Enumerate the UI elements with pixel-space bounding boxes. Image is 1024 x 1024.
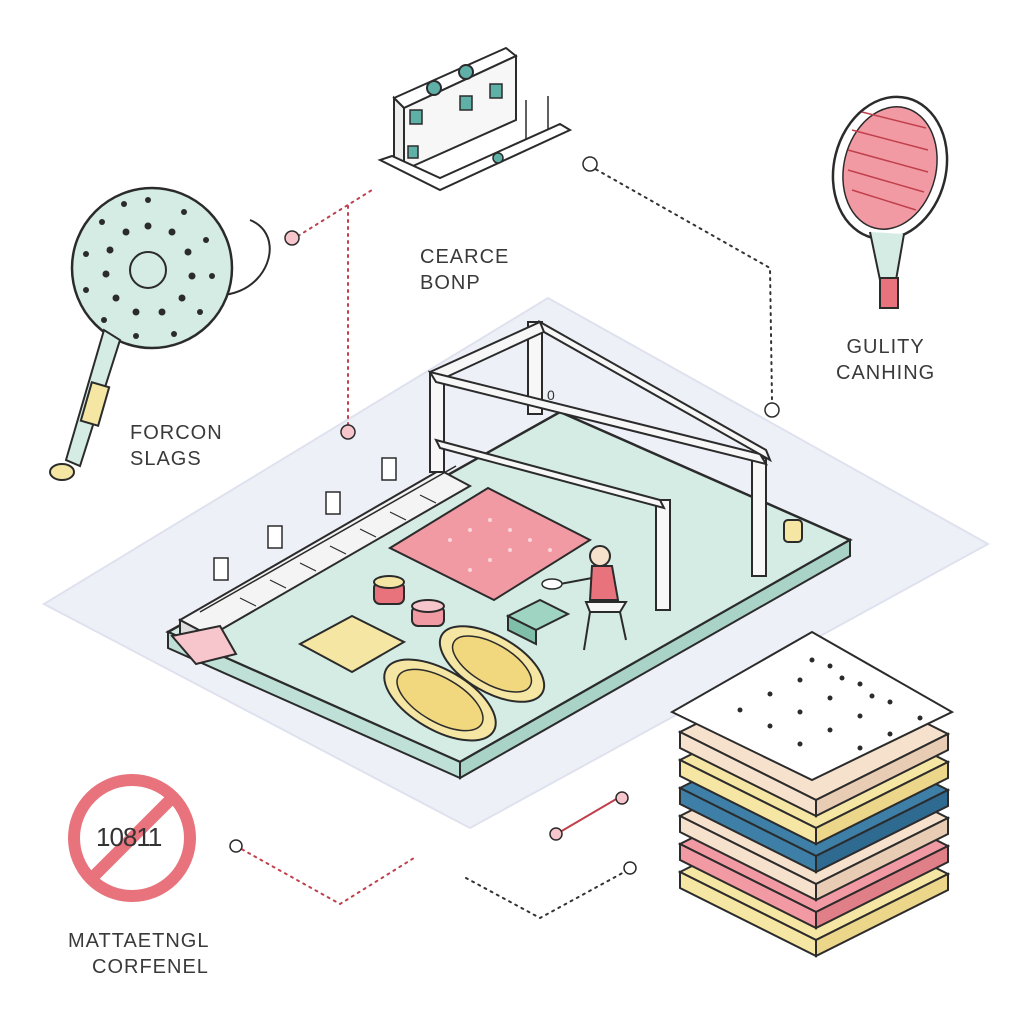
badge-text: 10811	[96, 822, 162, 852]
connector-dots	[229, 156, 780, 875]
label-left-line2: SLAGS	[130, 448, 202, 470]
material-tray-2	[438, 625, 546, 703]
conveyor-belt	[170, 457, 473, 666]
no-sign-icon	[68, 774, 196, 902]
label-bottom-left: MATTAETNGL CORFENEL	[68, 928, 209, 980]
label-bottom-left-line2: CORFENEL	[92, 956, 209, 978]
spool	[783, 519, 803, 543]
workbench	[505, 598, 571, 646]
fabric-sheet	[387, 486, 593, 602]
material-pot-2	[411, 599, 445, 627]
label-center-top: CEARCE BONP	[420, 244, 509, 296]
label-left: FORCON SLAGS	[130, 420, 223, 472]
label-bottom-left-line1: MATTAETNGL	[68, 930, 210, 952]
label-center-top-line2: BONP	[420, 272, 481, 294]
factory-icon	[377, 46, 573, 192]
material-pot-1	[373, 575, 405, 605]
connector-solid	[559, 797, 619, 833]
tennis-racket-icon	[831, 95, 949, 309]
material-stack-icon	[669, 630, 955, 958]
label-left-line1: FORCON	[130, 422, 223, 444]
material-tray-1	[383, 658, 497, 742]
gantry-mark: 0	[547, 387, 555, 403]
worker-figure	[541, 545, 628, 651]
connector-lines	[235, 165, 773, 920]
padel-racket-icon	[49, 186, 271, 481]
label-right-line2: CANHING	[836, 362, 936, 384]
label-right: GULITY CANHING	[836, 334, 935, 386]
label-right-line1: GULITY	[846, 336, 925, 358]
yellow-material-mat	[297, 614, 407, 674]
label-center-top-line1: CEARCE	[420, 246, 510, 268]
gantry-crane	[427, 319, 772, 611]
